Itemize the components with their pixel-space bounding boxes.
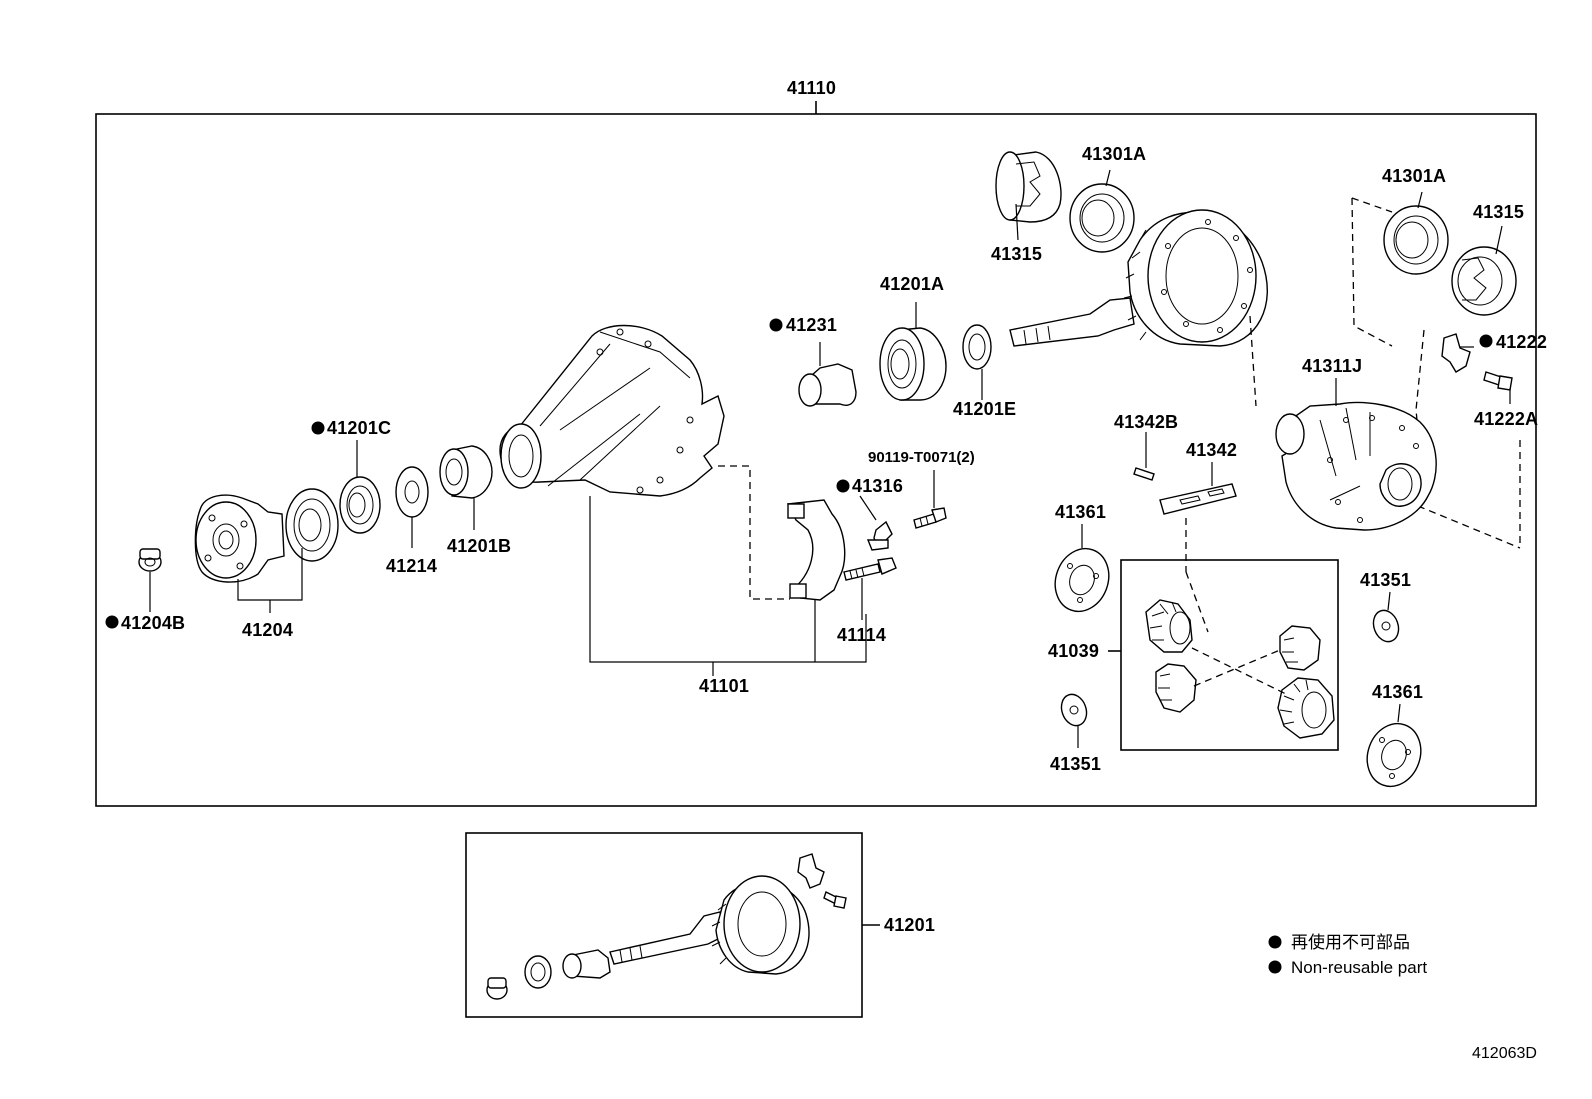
part-41114-bolt	[843, 557, 897, 581]
legend-text-en: Non-reusable part	[1291, 958, 1427, 977]
sub-41201-seal	[524, 955, 552, 989]
label-41201a[interactable]: 41201A	[880, 274, 944, 294]
label-41342[interactable]: 41342	[1186, 440, 1237, 460]
part-41222-lock-plate	[1441, 333, 1471, 373]
part-41214-washer	[395, 466, 429, 518]
label-41311j[interactable]: 41311J	[1302, 356, 1362, 376]
sub-41201-pinion-ring-gear	[609, 875, 810, 975]
part-41039-pinion-gear-right	[1279, 625, 1321, 671]
part-41039-pinion-gear-left	[1155, 663, 1197, 713]
part-41201c-oil-seal	[339, 476, 381, 534]
label-41351-right[interactable]: 41351	[1360, 570, 1411, 590]
label-41315-top[interactable]: 41315	[991, 244, 1042, 264]
label-41201b[interactable]: 41201B	[447, 536, 511, 556]
part-41201a-bearing	[879, 327, 947, 401]
label-41222[interactable]: 41222	[1496, 332, 1547, 352]
sub-41201-nut	[486, 977, 508, 1000]
part-41351-washer-right	[1372, 609, 1400, 643]
label-41214[interactable]: 41214	[386, 556, 437, 576]
sub-41201-lock-plate	[797, 853, 825, 889]
part-41204-seal	[285, 488, 339, 562]
label-41361-lower[interactable]: 41361	[1372, 682, 1423, 702]
non-reusable-marker-41231	[769, 318, 783, 332]
label-41351-left[interactable]: 41351	[1050, 754, 1101, 774]
part-41039-side-gear-lower	[1277, 677, 1335, 739]
part-41315-adjusting-nut-top	[995, 151, 1062, 223]
part-41231-spacer	[798, 363, 857, 407]
part-41301a-bearing-right	[1383, 205, 1449, 275]
label-41101[interactable]: 41101	[699, 676, 749, 696]
part-41039-side-gear-upper	[1145, 599, 1193, 653]
label-41039[interactable]: 41039	[1048, 641, 1099, 661]
assembly-frame-41039	[1120, 559, 1339, 751]
label-41204b[interactable]: 41204B	[121, 613, 185, 633]
non-reusable-marker-41204b	[105, 615, 119, 629]
figure-code: 412063D	[1472, 1045, 1537, 1062]
label-41201c[interactable]: 41201C	[327, 418, 391, 438]
part-41101-carrier-housing	[499, 324, 725, 497]
part-41201b-bearing	[439, 445, 493, 499]
label-41201[interactable]: 41201	[884, 915, 935, 935]
part-41342b-pin	[1133, 467, 1155, 481]
label-41316[interactable]: 41316	[852, 476, 903, 496]
legend-marker-jp	[1268, 935, 1282, 949]
part-41342-pinion-shaft	[1159, 483, 1237, 515]
label-90119-t0071[interactable]: 90119-T0071(2)	[868, 449, 975, 466]
part-41361-thrust-washer-upper	[1054, 547, 1110, 613]
label-41315-right[interactable]: 41315	[1473, 202, 1524, 222]
part-41101-bearing-cap	[786, 499, 846, 601]
label-41301a-right[interactable]: 41301A	[1382, 166, 1446, 186]
part-41204-flange	[194, 494, 285, 583]
sub-41201-spacer	[562, 949, 611, 979]
part-41222a-bolt	[1483, 371, 1513, 391]
label-41301a-top[interactable]: 41301A	[1082, 144, 1146, 164]
label-41361-upper[interactable]: 41361	[1055, 502, 1106, 522]
part-41311j-differential-case	[1275, 401, 1437, 531]
legend: 再使用不可部品 Non-reusable part	[1268, 932, 1427, 977]
part-41301a-bearing-top	[1069, 183, 1135, 253]
label-41201e[interactable]: 41201E	[953, 399, 1016, 419]
sub-41201-bolt	[823, 891, 847, 909]
label-41110[interactable]: 41110	[787, 78, 836, 98]
part-41315-adjusting-nut-right	[1451, 246, 1517, 316]
label-41231[interactable]: 41231	[786, 315, 837, 335]
part-41204b-nut	[138, 548, 162, 572]
part-drive-pinion-ring-gear	[1009, 209, 1268, 347]
part-41351-washer-left	[1060, 693, 1088, 727]
non-reusable-marker-41316	[836, 479, 850, 493]
legend-text-jp: 再使用不可部品	[1291, 932, 1410, 952]
label-41222a[interactable]: 41222A	[1474, 409, 1538, 429]
legend-marker-en	[1268, 960, 1282, 974]
label-41204[interactable]: 41204	[242, 620, 293, 640]
part-90119-bolt	[913, 507, 947, 529]
part-41201e-washer	[962, 324, 992, 370]
part-41361-thrust-washer-lower	[1366, 722, 1422, 788]
non-reusable-marker-41201c	[311, 421, 325, 435]
label-41342b[interactable]: 41342B	[1114, 412, 1178, 432]
part-41316-lock-plate	[866, 520, 893, 551]
non-reusable-marker-41222	[1479, 334, 1493, 348]
label-41114[interactable]: 41114	[837, 625, 886, 645]
